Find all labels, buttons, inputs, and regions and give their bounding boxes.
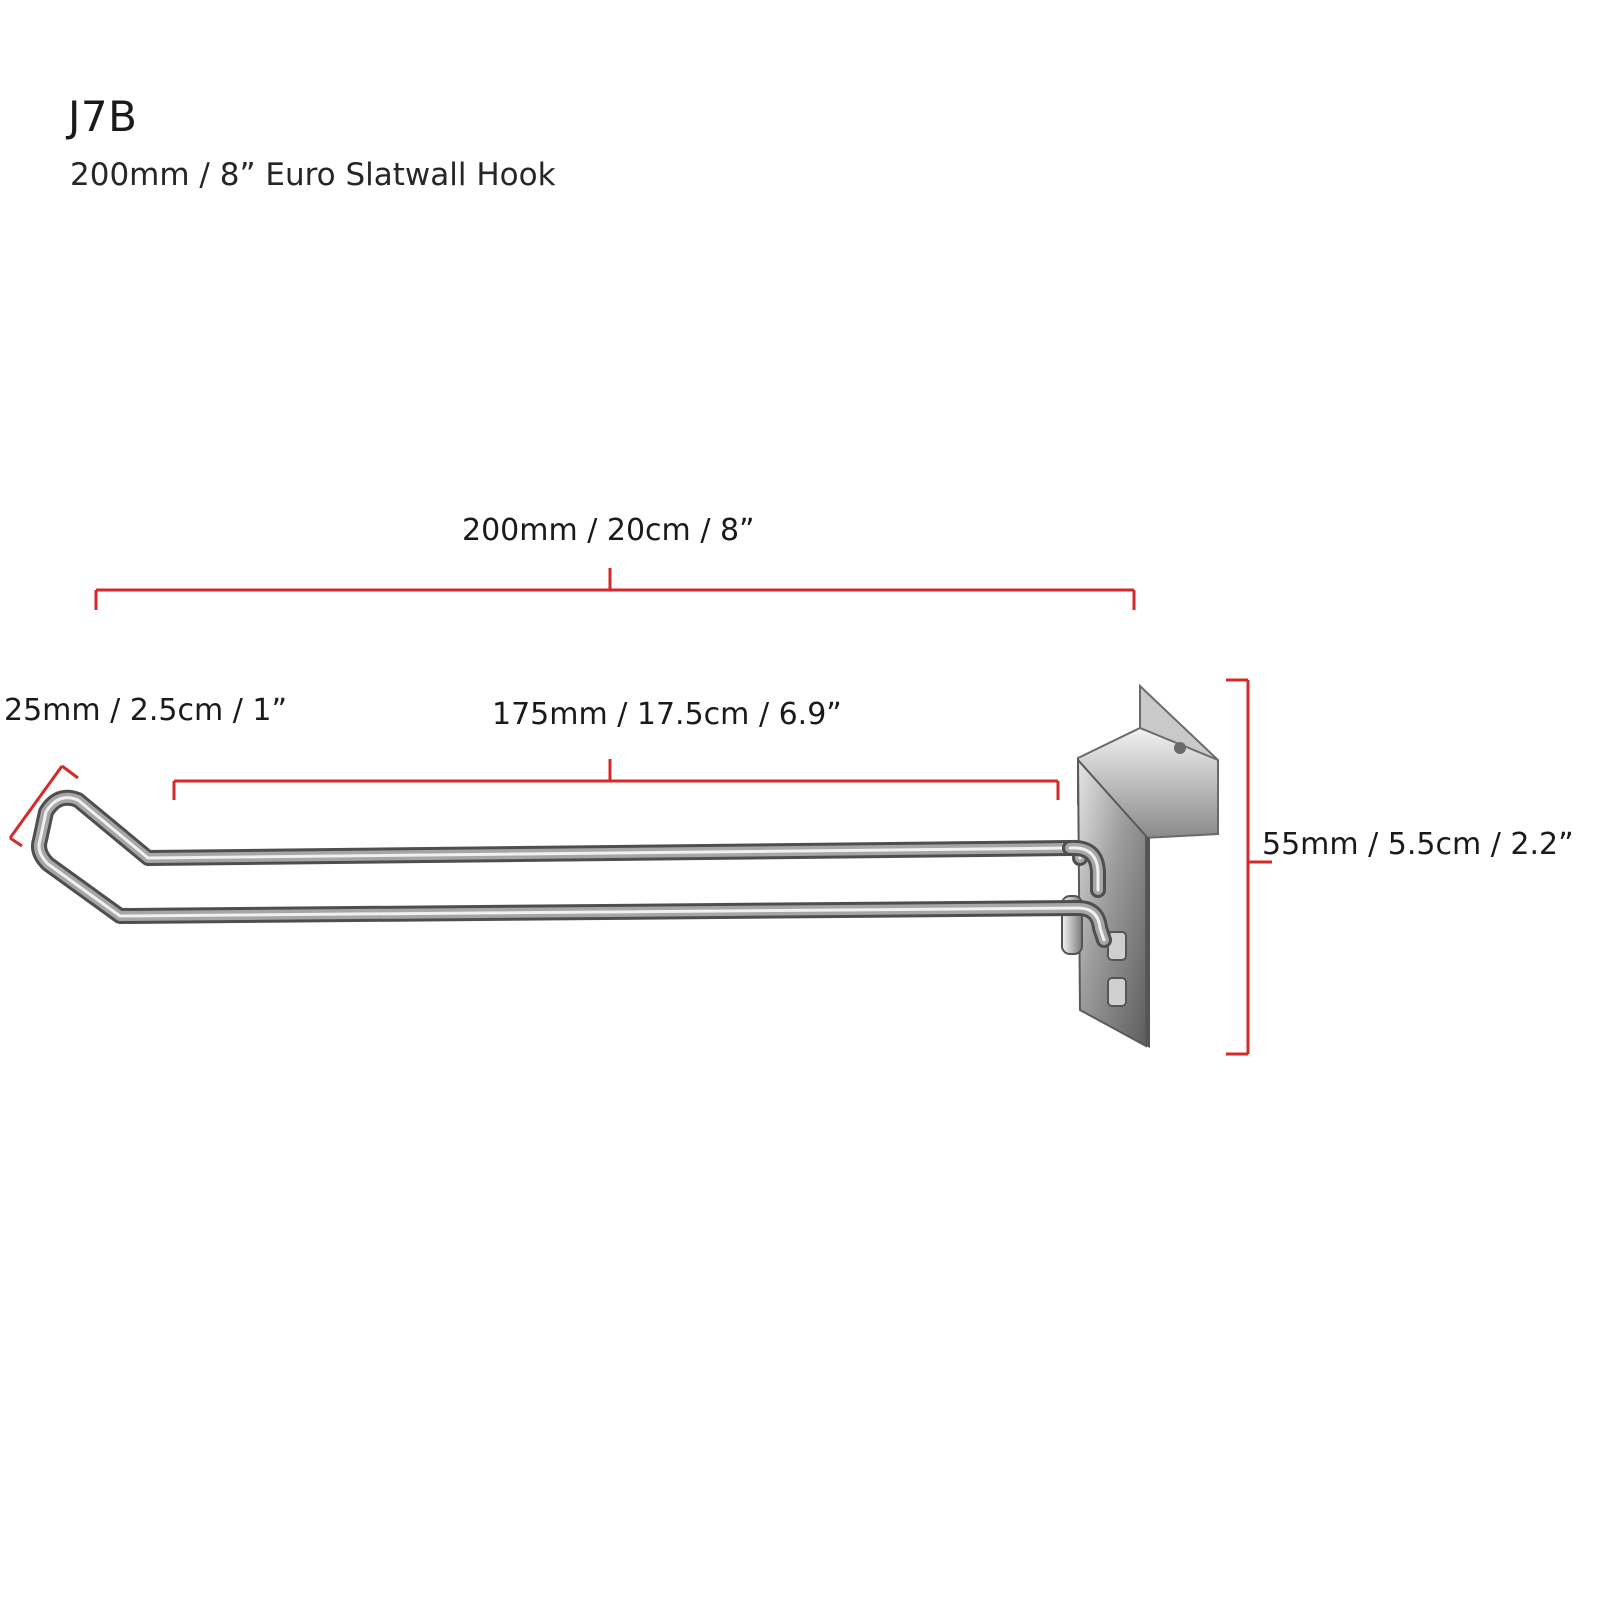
backplate	[1061, 683, 1219, 1048]
product-description: 200mm / 8” Euro Slatwall Hook	[70, 157, 556, 193]
tip-length-label: 25mm / 2.5cm / 1”	[4, 693, 288, 728]
mounting-hole	[1174, 742, 1186, 754]
product-code: J7B	[68, 92, 138, 141]
dimension-inner	[172, 759, 1060, 800]
inner-length-label: 175mm / 17.5cm / 6.9”	[492, 697, 842, 732]
dimension-tip	[8, 764, 79, 848]
dimension-height	[1226, 678, 1272, 1056]
dimension-overall	[94, 568, 1136, 610]
overall-length-label: 200mm / 20cm / 8”	[462, 513, 755, 548]
backplate-height-label: 55mm / 5.5cm / 2.2”	[1262, 827, 1574, 862]
hook-wire	[31, 789, 1112, 948]
